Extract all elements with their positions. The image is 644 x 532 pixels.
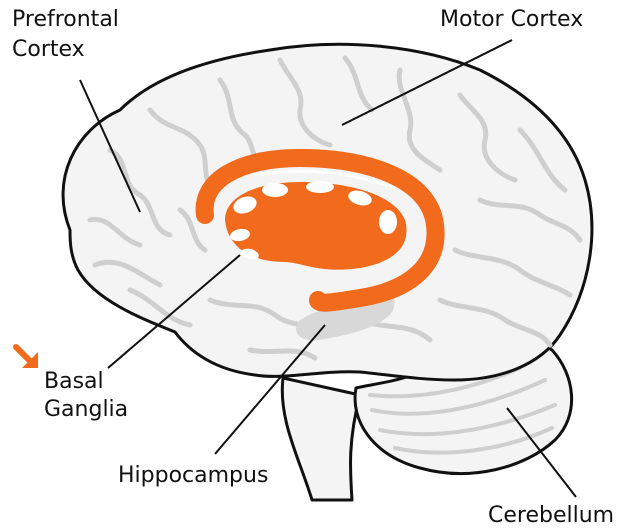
label-prefrontal-line1: Prefrontal	[12, 6, 119, 34]
label-basal-line1: Basal	[44, 368, 104, 396]
label-motor-cortex: Motor Cortex	[440, 6, 583, 34]
arrow-down-right-icon	[16, 347, 38, 368]
label-cerebellum: Cerebellum	[488, 502, 614, 530]
label-prefrontal-line2: Cortex	[12, 36, 85, 64]
label-hippocampus: Hippocampus	[118, 462, 268, 490]
brain-stem	[282, 378, 360, 500]
label-basal-line2: Ganglia	[44, 396, 128, 424]
